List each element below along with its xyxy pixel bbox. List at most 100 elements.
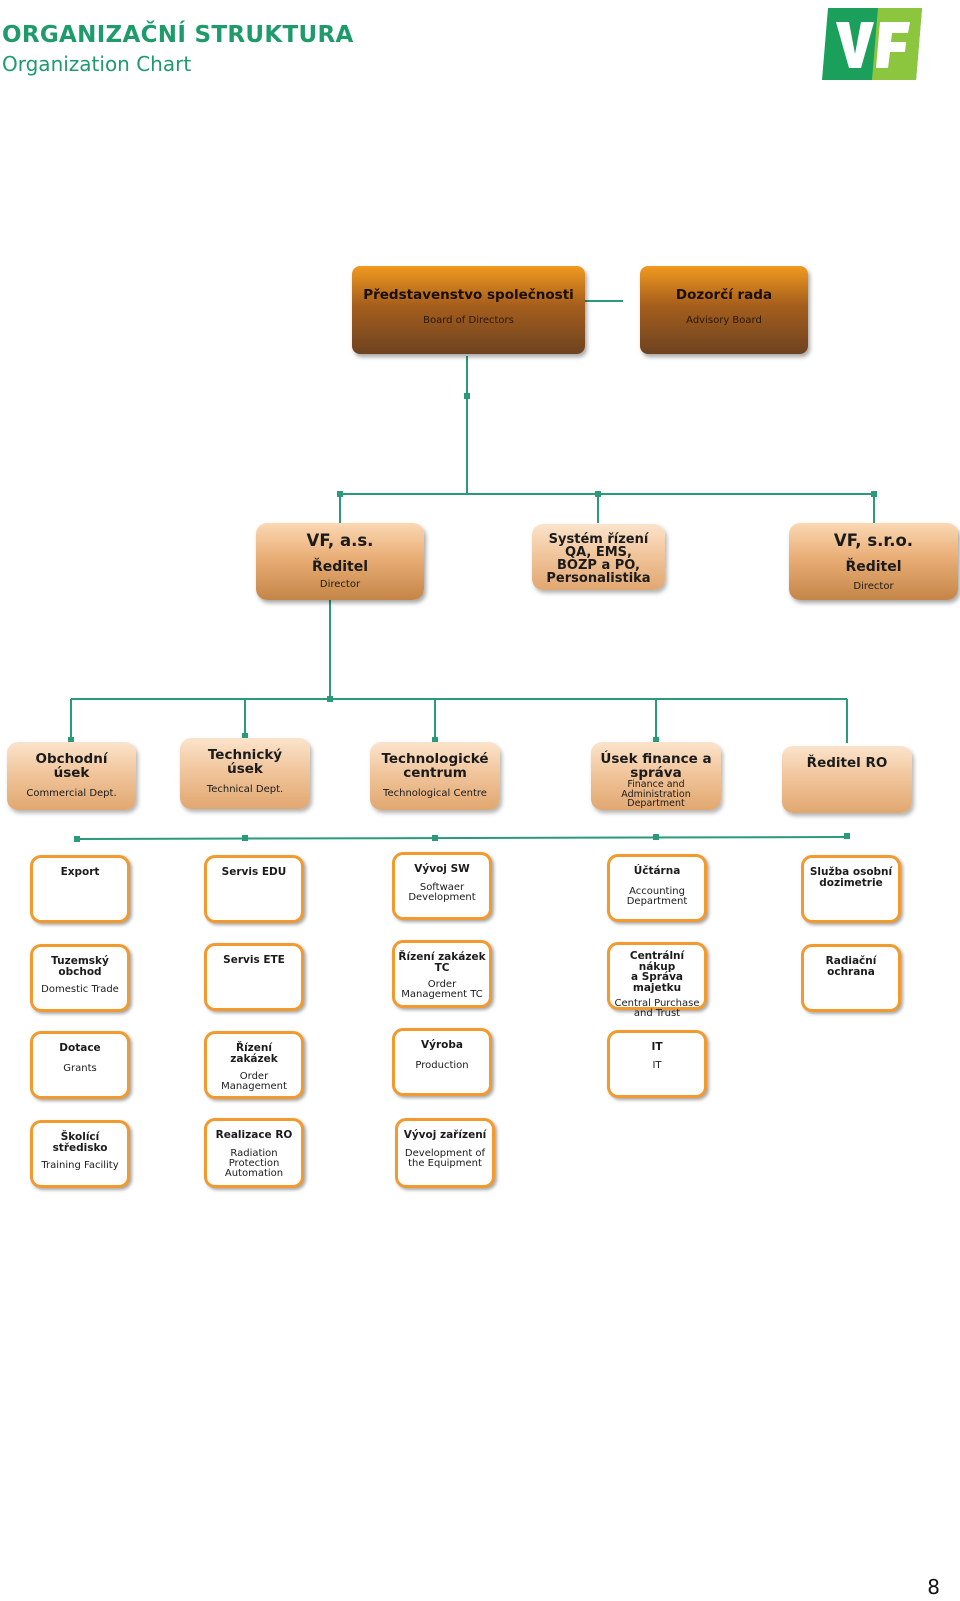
unit-personal-dosimetry-line2: dozimetrie — [819, 876, 883, 889]
unit-software-development-box: Vývoj SW Softwaer Development — [392, 852, 492, 920]
unit-it-box: IT IT — [607, 1030, 707, 1098]
vf-as-name: VF, a.s. — [306, 531, 374, 550]
unit-central-purchase-line2: a Správa — [630, 971, 683, 983]
unit-domestic-trade-line2: obchod — [58, 965, 102, 978]
technological-centre-line1: Technologické — [381, 751, 489, 767]
unit-domestic-trade-box: Tuzemský obchod Domestic Trade — [30, 944, 130, 1012]
management-system-line2: QA, EMS, — [565, 545, 632, 560]
vf-sro-name: VF, s.r.o. — [833, 531, 914, 550]
technological-centre-box: Technologické centrum Technological Cent… — [370, 742, 500, 810]
unit-accounting-sub1: Accounting — [629, 885, 685, 897]
technological-centre-subtitle: Technological Centre — [383, 788, 487, 799]
finance-dept-box: Úsek finance a správa Finance and Admini… — [591, 742, 721, 810]
unit-it-subtitle: IT — [652, 1059, 662, 1071]
unit-radiation-automation-sub2: Protection — [228, 1157, 280, 1169]
vf-as-subtitle: Director — [319, 578, 361, 590]
commercial-dept-subtitle: Commercial Dept. — [26, 788, 117, 799]
vf-sro-subtitle: Director — [853, 580, 894, 592]
unit-central-purchase-line3: majetku — [632, 981, 682, 994]
unit-order-management-tc-box: Řízení zakázek TC Order Management TC — [392, 940, 492, 1008]
unit-radiation-automation-box: Realizace RO Radiation Protection Automa… — [204, 1118, 304, 1188]
unit-central-purchase-line1: Centrální nákup — [629, 950, 685, 973]
unit-production-subtitle: Production — [415, 1059, 469, 1071]
company-logo — [822, 8, 922, 80]
unit-central-purchase-box: Centrální nákup a Správa majetku Central… — [607, 942, 707, 1019]
finance-dept-sub2: Administration — [621, 788, 691, 800]
unit-export-title: Export — [60, 866, 100, 878]
page-number: 8 — [927, 1575, 940, 1599]
vf-sro-role: Ředitel — [845, 558, 902, 575]
unit-radiation-protection-line2: ochrana — [827, 965, 875, 978]
unit-radiation-protection-line1: Radiační — [825, 955, 877, 967]
unit-order-management-line1: Řízení — [236, 1042, 272, 1054]
board-of-directors-box: Představenstvo společnosti Board of Dire… — [352, 266, 585, 354]
unit-production-title: Výroba — [421, 1039, 463, 1051]
unit-training-facility-subtitle: Training Facility — [41, 1160, 119, 1171]
unit-equipment-development-title: Vývoj zařízení — [403, 1129, 487, 1141]
unit-order-management-box: Řízení zakázek Order Management — [204, 1031, 304, 1099]
supervisory-board-box: Dozorčí rada Advisory Board — [640, 266, 808, 354]
unit-personal-dosimetry-box: Služba osobní dozimetrie — [801, 855, 901, 923]
unit-personal-dosimetry-line1: Služba osobní — [809, 866, 893, 878]
unit-training-facility-box: Školící středisko Training Facility — [30, 1120, 130, 1188]
unit-radiation-automation-title: Realizace RO — [215, 1129, 293, 1141]
technical-dept-box: Technický úsek Technical Dept. — [180, 738, 310, 809]
unit-order-management-tc-line1: Řízení zakázek — [398, 951, 486, 963]
unit-production-box: Výroba Production — [392, 1028, 492, 1096]
unit-central-purchase-sub2: and Trust — [633, 1008, 681, 1019]
vf-as-role: Ředitel — [311, 558, 369, 575]
unit-software-development-sub1: Softwaer — [419, 881, 465, 893]
unit-central-purchase-sub1: Central Purchase — [614, 998, 700, 1009]
unit-radiation-protection-box: Radiační ochrana — [801, 944, 901, 1012]
unit-order-management-tc-sub2: Management TC — [401, 989, 483, 1000]
management-system-line1: Systém řízení — [548, 532, 649, 547]
management-system-box: Systém řízení QA, EMS, BOZP a PO, Person… — [532, 524, 665, 590]
unit-export-box: Export — [30, 855, 130, 923]
unit-order-management-tc-line2: TC — [434, 961, 450, 974]
unit-radiation-automation-sub1: Radiation — [230, 1147, 278, 1159]
unit-servis-ete-box: Servis ETE — [204, 943, 304, 1011]
unit-grants-subtitle: Grants — [63, 1062, 97, 1074]
vf-sro-box: VF, s.r.o. Ředitel Director — [789, 523, 958, 600]
unit-order-management-sub1: Order — [239, 1071, 269, 1082]
unit-domestic-trade-subtitle: Domestic Trade — [41, 984, 119, 995]
unit-order-management-sub2: Management — [221, 1081, 287, 1092]
unit-software-development-sub2: Development — [408, 891, 476, 903]
page-title: ORGANIZAČNÍ STRUKTURA — [2, 22, 354, 48]
unit-order-management-tc-sub1: Order — [427, 979, 457, 990]
board-of-directors-title: Představenstvo společnosti — [363, 287, 574, 303]
ro-director-title: Ředitel RO — [806, 755, 888, 771]
vf-as-box: VF, a.s. Ředitel Director — [256, 523, 424, 600]
unit-servis-edu-title: Servis EDU — [221, 866, 287, 878]
unit-training-facility-line2: středisko — [52, 1141, 108, 1154]
supervisory-board-subtitle: Advisory Board — [686, 314, 762, 326]
finance-dept-sub3: Department — [627, 798, 685, 809]
ro-director-box: Ředitel RO — [782, 746, 912, 813]
finance-dept-line2: správa — [630, 764, 682, 781]
unit-equipment-development-sub1: Development of — [404, 1147, 486, 1159]
commercial-dept-line1: Obchodní — [35, 751, 108, 767]
unit-grants-box: Dotace Grants — [30, 1031, 130, 1099]
finance-dept-sub1: Finance and — [627, 779, 685, 790]
unit-accounting-sub2: Department — [626, 895, 688, 907]
commercial-dept-line2: úsek — [53, 764, 90, 781]
unit-servis-edu-box: Servis EDU — [204, 855, 304, 923]
finance-dept-line1: Úsek finance a — [600, 751, 712, 767]
unit-accounting-box: Účtárna Accounting Department — [607, 854, 707, 922]
page-subtitle: Organization Chart — [2, 52, 192, 76]
commercial-dept-box: Obchodní úsek Commercial Dept. — [7, 742, 136, 810]
board-of-directors-subtitle: Board of Directors — [423, 314, 514, 326]
management-system-line3: BOZP a PO, — [557, 558, 640, 573]
management-system-line4: Personalistika — [546, 571, 651, 586]
unit-radiation-automation-sub3: Automation — [224, 1167, 284, 1179]
supervisory-board-title: Dozorčí rada — [675, 287, 773, 303]
technical-dept-line1: Technický — [207, 747, 283, 763]
unit-accounting-title: Účtárna — [633, 865, 681, 877]
unit-grants-title: Dotace — [59, 1042, 101, 1054]
technical-dept-subtitle: Technical Dept. — [206, 784, 284, 795]
unit-servis-ete-title: Servis ETE — [223, 954, 285, 966]
unit-equipment-development-box: Vývoj zařízení Development of the Equipm… — [395, 1118, 495, 1188]
unit-software-development-title: Vývoj SW — [414, 863, 470, 875]
technical-dept-line2: úsek — [227, 760, 263, 777]
unit-it-title: IT — [651, 1041, 663, 1053]
